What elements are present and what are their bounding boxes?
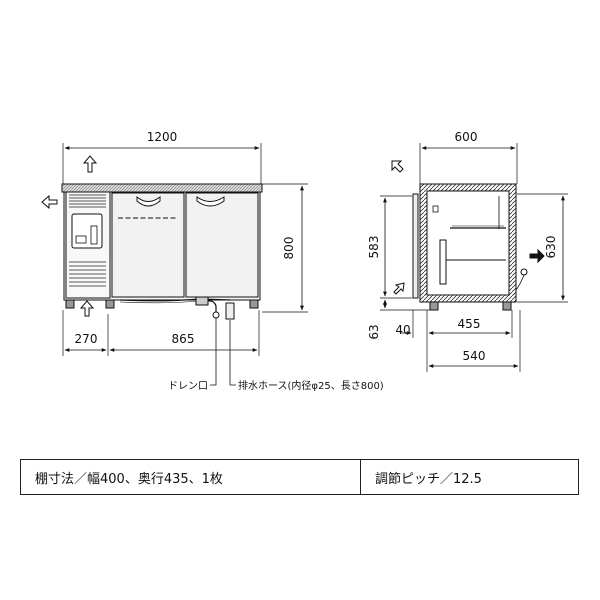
countertop <box>61 183 263 193</box>
side-foot-1 <box>429 301 439 311</box>
adjust-pitch: 調節ピッチ／12.5 <box>375 471 482 487</box>
hose-label: 排水ホース(内径φ25、長さ800) <box>238 379 384 392</box>
dim-left-section: 270 <box>75 332 98 346</box>
dim-right-section: 865 <box>172 332 195 346</box>
door-handle-left <box>136 195 161 207</box>
door-right <box>185 192 259 298</box>
dim-width-total: 1200 <box>147 130 178 144</box>
hose-leader <box>229 320 236 386</box>
foot-2 <box>105 299 115 309</box>
side-body-inner <box>426 190 510 296</box>
side-shelf <box>439 239 447 285</box>
airflow-left-arrow <box>41 194 58 210</box>
vent-grille-lower <box>69 261 106 287</box>
side-intake-arrow <box>393 282 405 295</box>
dim-height-total: 800 <box>282 237 296 260</box>
dim-offset-left: 40 <box>395 323 410 337</box>
foot-3 <box>249 299 259 309</box>
hose-end <box>225 302 235 320</box>
dim-depth-total: 600 <box>455 130 478 144</box>
drain-label: ドレン口 <box>168 381 208 392</box>
front-view <box>41 143 308 386</box>
drain-leader <box>210 318 217 386</box>
dim-height-interior: 583 <box>367 236 381 259</box>
side-door <box>412 193 419 299</box>
door-handle-right <box>196 196 225 207</box>
side-foot-2 <box>502 301 512 311</box>
foot-1 <box>65 299 75 309</box>
side-airflow-arrow <box>391 160 404 173</box>
dim-body-depth: 540 <box>463 349 486 363</box>
spec-table: 棚寸法／幅400、奥行435、1枚 調節ピッチ／12.5 <box>20 459 579 495</box>
door-left <box>111 192 185 298</box>
side-plug-arrow <box>529 248 545 264</box>
airflow-up-arrow <box>82 155 98 173</box>
dim-base-height: 63 <box>367 324 381 339</box>
side-view <box>380 143 568 372</box>
airflow-intake-arrow <box>79 300 95 317</box>
shelf-dimensions: 棚寸法／幅400、奥行435、1枚 <box>21 460 361 494</box>
drain-outlet <box>195 296 209 306</box>
dim-interior-depth: 455 <box>458 317 481 331</box>
vent-grille-upper <box>69 194 106 208</box>
dim-height-right: 630 <box>544 236 558 259</box>
